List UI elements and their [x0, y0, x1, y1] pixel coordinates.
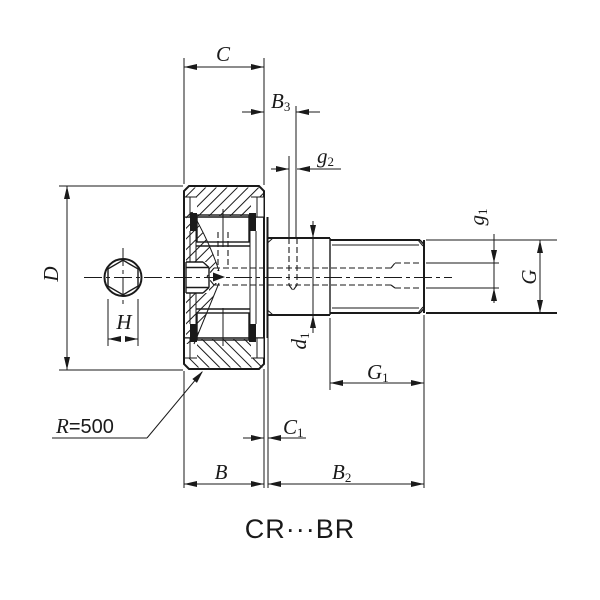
- thread: [330, 239, 425, 314]
- label-R500: R=500: [55, 414, 114, 438]
- grease-holes-hidden: [206, 232, 422, 291]
- dimension-G1: [329, 318, 424, 390]
- dimension-B: [183, 369, 265, 488]
- dimension-g1: [426, 234, 499, 303]
- dimension-B3: [242, 106, 320, 237]
- dim-label-G: G: [517, 269, 541, 284]
- dim-label-H: H: [115, 310, 133, 334]
- drawing-title: CR···BR: [245, 514, 355, 544]
- dim-label-C: C: [216, 42, 231, 66]
- dimension-d1: [310, 221, 316, 333]
- bearing-outer-ring: [183, 185, 265, 370]
- leader-R500: [52, 369, 206, 439]
- dimension-C: [183, 58, 265, 185]
- dim-label-d1: d1: [287, 333, 312, 350]
- dim-label-C1: C1: [283, 415, 304, 440]
- dim-label-g2: g2: [317, 144, 334, 169]
- dim-label-B3: B3: [271, 89, 290, 114]
- dimension-D: [59, 185, 183, 371]
- dim-label-B: B: [215, 460, 228, 484]
- dimension-G: [426, 239, 557, 314]
- dimension-C1: [243, 338, 306, 488]
- dimension-g2: [271, 156, 341, 237]
- dimension-H: [107, 299, 139, 346]
- hex-socket-end-view: [103, 258, 143, 297]
- dim-label-D: D: [39, 266, 63, 282]
- dim-label-G1: G1: [367, 360, 389, 385]
- dim-label-B2: B2: [332, 460, 351, 485]
- dim-label-g1: g1: [465, 209, 490, 226]
- center-lines: [84, 248, 452, 307]
- dimension-B2: [268, 315, 425, 488]
